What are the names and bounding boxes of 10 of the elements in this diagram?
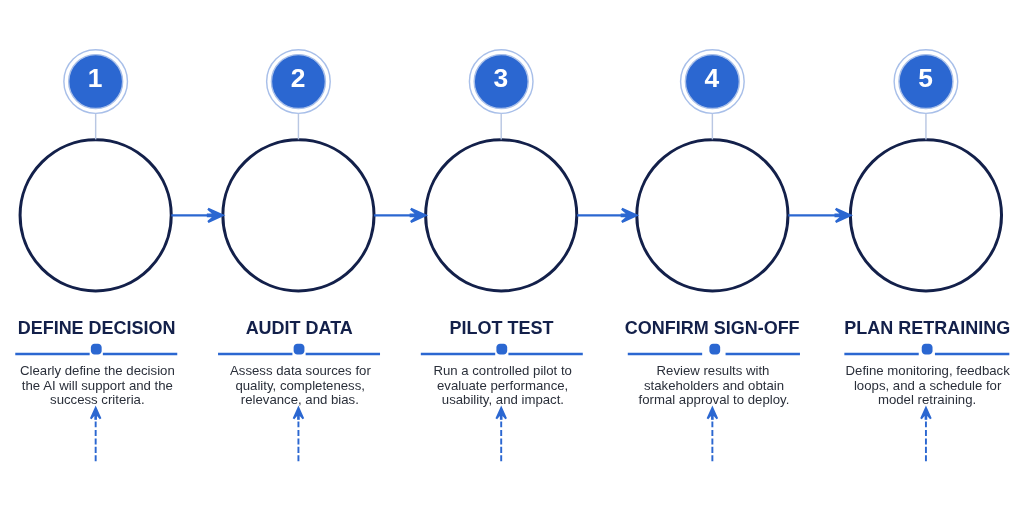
node-label: Define monitoring, feedback loops, and a schedule for model retraining. — [845, 363, 1010, 408]
node-label: Clearly define the decision the AI will support and the success criteria. — [20, 363, 175, 408]
node-label: AUDIT DATA — [245, 317, 353, 338]
node-label: Run a controlled pilot to evaluate performance, usability, and impact. — [433, 363, 572, 408]
node-label: Review results with stakeholders and obtain formal approval to deploy. — [638, 363, 790, 408]
node-label: PLAN RETRAINING — [844, 317, 1011, 338]
node-label: Assess data sources for quality, completeness, relevance, and bias. — [230, 363, 371, 408]
node-label: CONFIRM SIGN-OFF — [624, 317, 800, 338]
node-label: DEFINE DECISION — [17, 317, 176, 338]
node-label: PILOT TEST — [449, 317, 554, 338]
